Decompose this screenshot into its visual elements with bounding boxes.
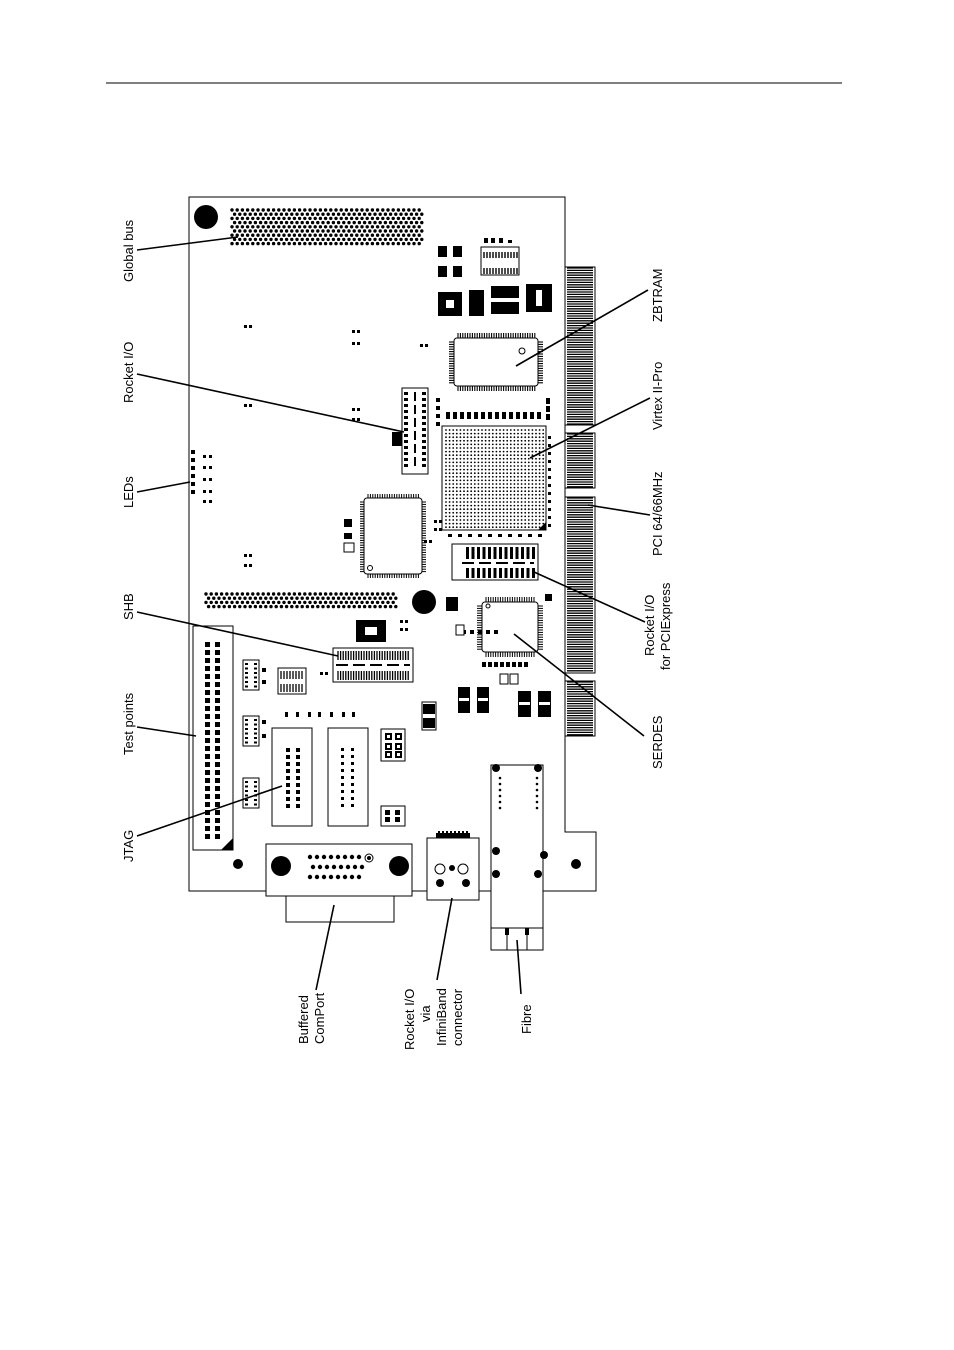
label-ib-4: connector — [450, 988, 465, 1046]
small-components — [191, 238, 512, 717]
global-bus-connector — [230, 208, 424, 246]
label-rocket-pcie-2: for PCIExpress — [658, 582, 673, 670]
mounting-hole — [233, 859, 243, 869]
label-global-bus: Global bus — [121, 219, 136, 282]
label-rocket-pcie-1: Rocket I/O — [642, 595, 657, 656]
jtag-headers — [271, 727, 369, 827]
decoupling-caps — [436, 398, 551, 537]
test-points-header — [192, 625, 234, 851]
label-buffered-1: Buffered — [296, 995, 311, 1044]
label-pci: PCI 64/66MHz — [650, 471, 665, 556]
db-connector — [265, 843, 413, 923]
qfp-chip — [343, 494, 426, 578]
rocket-io-pcie-connector — [451, 543, 539, 581]
label-serdes: SERDES — [650, 715, 665, 769]
label-ib-2: via — [418, 1005, 433, 1022]
label-virtex: Virtex II-Pro — [650, 362, 665, 430]
label-jtag: JTAG — [121, 830, 136, 862]
label-fibre: Fibre — [519, 1004, 534, 1034]
mounting-hole — [194, 205, 218, 229]
label-ib-3: InfiniBand — [434, 988, 449, 1046]
pci-edge-connector — [564, 266, 596, 737]
power-components — [438, 246, 552, 316]
fibre-module — [490, 764, 548, 951]
mounting-hole — [571, 859, 581, 869]
label-shb: SHB — [121, 593, 136, 620]
global-bus-connector-2 — [204, 592, 398, 609]
label-rocket-io: Rocket I/O — [121, 342, 136, 403]
leader-lines — [136, 236, 651, 995]
zbtram-chip — [449, 333, 543, 391]
mounting-hole — [412, 590, 436, 614]
lower-components — [458, 673, 551, 717]
virtex-fpga — [441, 425, 547, 531]
label-buffered-2: ComPort — [312, 992, 327, 1044]
label-leds: LEDs — [121, 476, 136, 508]
label-zbtram: ZBTRAM — [650, 269, 665, 322]
rocket-io-connector — [392, 387, 429, 475]
label-ib-1: Rocket I/O — [402, 989, 417, 1050]
serdes-chip — [446, 594, 552, 667]
label-test-points: Test points — [121, 692, 136, 755]
labels: Global bus Rocket I/O LEDs SHB Test poin… — [121, 219, 673, 1050]
infiniband-connector — [426, 831, 480, 901]
mini-headers — [380, 701, 437, 827]
small-ics — [242, 659, 307, 809]
shb-connector — [332, 620, 414, 683]
